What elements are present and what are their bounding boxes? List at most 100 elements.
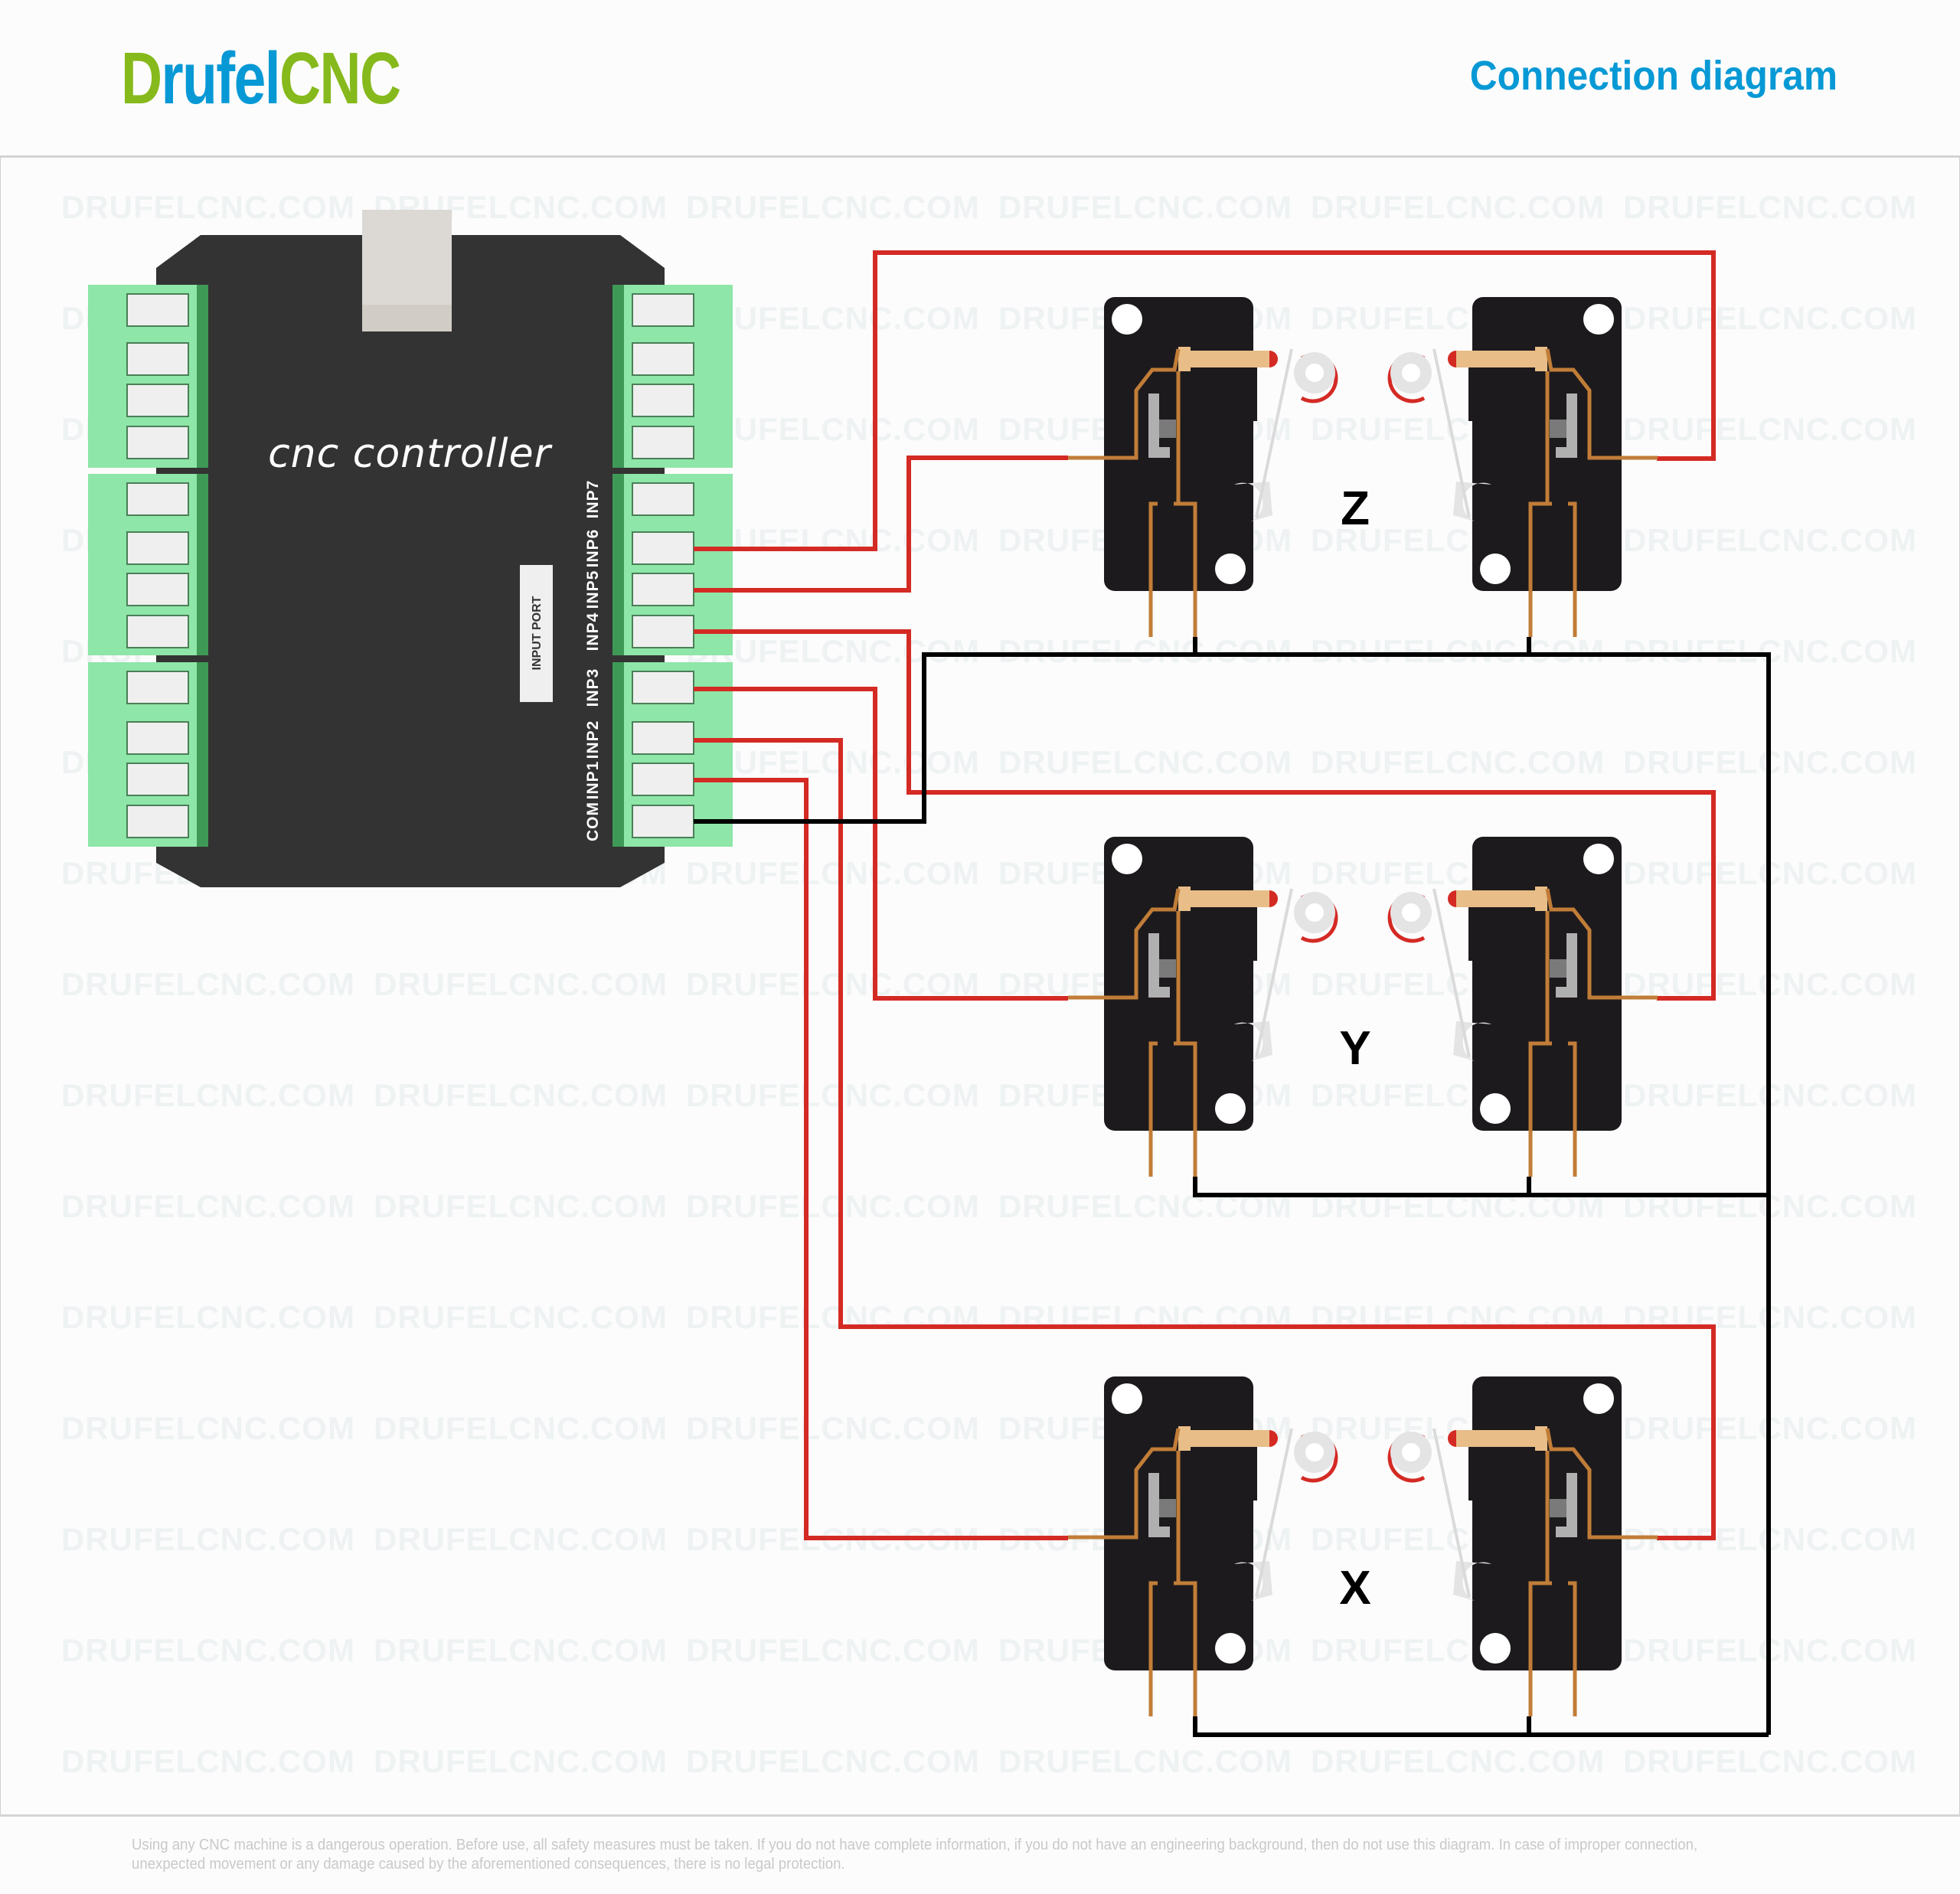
limit-switch-x-left xyxy=(1068,1376,1338,1716)
watermark-text: DRUFELCNC.COM xyxy=(1623,522,1917,558)
roller-axle-icon xyxy=(1402,364,1420,382)
watermark-text: DRUFELCNC.COM xyxy=(686,1410,980,1446)
no-pin xyxy=(1568,501,1577,637)
contact-bracket xyxy=(1566,393,1577,458)
limit-switch-x-right xyxy=(1387,1376,1658,1716)
terminal-screw-left-11 xyxy=(126,762,189,796)
mount-hole-icon xyxy=(1215,1093,1246,1124)
terminal-block-edge-left-1 xyxy=(197,285,208,468)
diagram-canvas: DRUFELCNC.COM DRUFELCNC.COM DRUFELCNC.COM D… xyxy=(0,158,1960,1814)
lever-pivot-icon xyxy=(1485,1569,1502,1586)
contact-bracket-foot xyxy=(1556,1527,1577,1537)
plunger-rod xyxy=(1456,1430,1535,1447)
roller-axle-icon xyxy=(1305,903,1324,922)
watermark-text: DRUFELCNC.COM xyxy=(61,1632,355,1668)
watermark-text: DRUFELCNC.COM xyxy=(374,1632,668,1668)
watermark-text: DRUFELCNC.COM xyxy=(686,744,980,780)
plunger-tip xyxy=(1448,1430,1456,1447)
roller-axle-icon xyxy=(1305,1443,1324,1461)
nc-contact-leaf xyxy=(1545,888,1658,1000)
axis-label-z: Z xyxy=(1341,482,1370,535)
lever-arm xyxy=(1432,348,1471,518)
contact-bracket xyxy=(1148,1473,1159,1537)
contact-bracket-foot xyxy=(1556,447,1577,458)
spring-icon xyxy=(1550,420,1566,438)
no-pin xyxy=(1568,1581,1577,1716)
watermark-text: DRUFELCNC.COM xyxy=(686,522,980,558)
lever-pivot-icon xyxy=(1223,1569,1240,1586)
limit-switches xyxy=(1068,297,1658,1716)
watermark-text: DRUFELCNC.COM xyxy=(998,189,1292,225)
lever-arm xyxy=(1255,888,1293,1058)
port-label-inp6: INP6 xyxy=(584,529,602,568)
spring-icon xyxy=(1159,959,1176,978)
plunger-head xyxy=(1178,347,1191,371)
watermark-text: DRUFELCNC.COM xyxy=(374,1299,668,1335)
terminal-block-edge-left-3 xyxy=(197,662,208,847)
port-label-inp3: INP3 xyxy=(584,668,602,707)
watermark-text: DRUFELCNC.COM xyxy=(686,855,980,891)
switch-body-notch xyxy=(1468,352,1473,421)
watermark-text: DRUFELCNC.COM xyxy=(61,1299,355,1335)
wire-inp1-x-left xyxy=(694,778,1068,1540)
mount-hole-icon xyxy=(1112,1383,1142,1414)
cnc-controller: cnc controllerINP7INP6INP5INP4INP3INP2IN… xyxy=(88,210,733,887)
terminal-screw-left-5 xyxy=(126,482,189,516)
contact-bracket xyxy=(1148,393,1159,458)
switch-body-notch xyxy=(1253,1432,1257,1501)
axis-labels: ZYX xyxy=(1339,482,1370,1615)
switch-body-notch xyxy=(1253,892,1257,961)
port-label-inp2: INP2 xyxy=(584,720,602,759)
watermark-text: DRUFELCNC.COM xyxy=(1623,1743,1917,1779)
nc-contact-leaf xyxy=(1068,1428,1181,1540)
terminal-screw-right-3 xyxy=(632,384,694,417)
watermark-text: DRUFELCNC.COM xyxy=(1311,633,1605,669)
wire-inp6-z-right xyxy=(694,250,1716,551)
terminal-block-edge-right-1 xyxy=(612,285,624,468)
watermark-text: DRUFELCNC.COM xyxy=(1311,744,1605,780)
watermark-text: DRUFELCNC.COM xyxy=(374,966,668,1002)
plunger-tip xyxy=(1448,890,1456,907)
watermark-text: DRUFELCNC.COM xyxy=(1311,1743,1605,1779)
logo-text-drufel: rufel xyxy=(161,38,281,119)
plunger-head xyxy=(1535,1426,1547,1451)
watermark-text: DRUFELCNC.COM xyxy=(686,1077,980,1113)
mount-hole-icon xyxy=(1480,1633,1511,1664)
com-pin xyxy=(1174,1581,1197,1716)
watermark-text: DRUFELCNC.COM xyxy=(61,1188,355,1224)
terminal-screw-right-6 xyxy=(632,531,694,565)
terminal-screw-left-6 xyxy=(126,531,189,565)
page-title: Connection diagram xyxy=(1469,53,1838,99)
nc-contact-leaf xyxy=(1545,348,1658,460)
no-pin xyxy=(1148,501,1158,637)
switch-body-notch xyxy=(1253,352,1257,421)
controller-body xyxy=(156,235,665,887)
watermark-text: DRUFELCNC.COM xyxy=(686,189,980,225)
watermark-text: DRUFELCNC.COM xyxy=(61,1077,355,1113)
watermark-text: DRUFELCNC.COM xyxy=(1311,189,1605,225)
axis-label-y: Y xyxy=(1339,1022,1370,1075)
port-label-inp7: INP7 xyxy=(584,480,602,519)
terminal-screw-left-12 xyxy=(126,805,189,838)
nc-contact-leaf xyxy=(1068,348,1181,460)
watermark-text: DRUFELCNC.COM xyxy=(61,1410,355,1446)
nc-contact-leaf xyxy=(1545,1428,1658,1540)
terminal-screw-left-10 xyxy=(126,721,189,755)
contact-bracket-foot xyxy=(1148,1527,1170,1537)
watermark-text: DRUFELCNC.COM xyxy=(61,966,355,1002)
com-pin xyxy=(1528,1041,1552,1177)
contact-bracket-foot xyxy=(1148,987,1170,998)
wire-inp5-z-left xyxy=(694,456,1068,593)
wiring-layer xyxy=(694,250,1771,1737)
plunger-rod xyxy=(1456,890,1535,907)
spring-icon xyxy=(1550,959,1566,978)
watermark-text: DRUFELCNC.COM xyxy=(61,1521,355,1557)
mount-hole-icon xyxy=(1583,304,1614,335)
lever-arm xyxy=(1255,348,1293,518)
watermark-text: DRUFELCNC.COM xyxy=(998,1299,1292,1335)
plunger-rod xyxy=(1191,351,1269,367)
watermark-text: DRUFELCNC.COM xyxy=(1623,189,1917,225)
terminal-block-edge-right-2 xyxy=(612,474,624,655)
plunger-head xyxy=(1535,347,1547,371)
